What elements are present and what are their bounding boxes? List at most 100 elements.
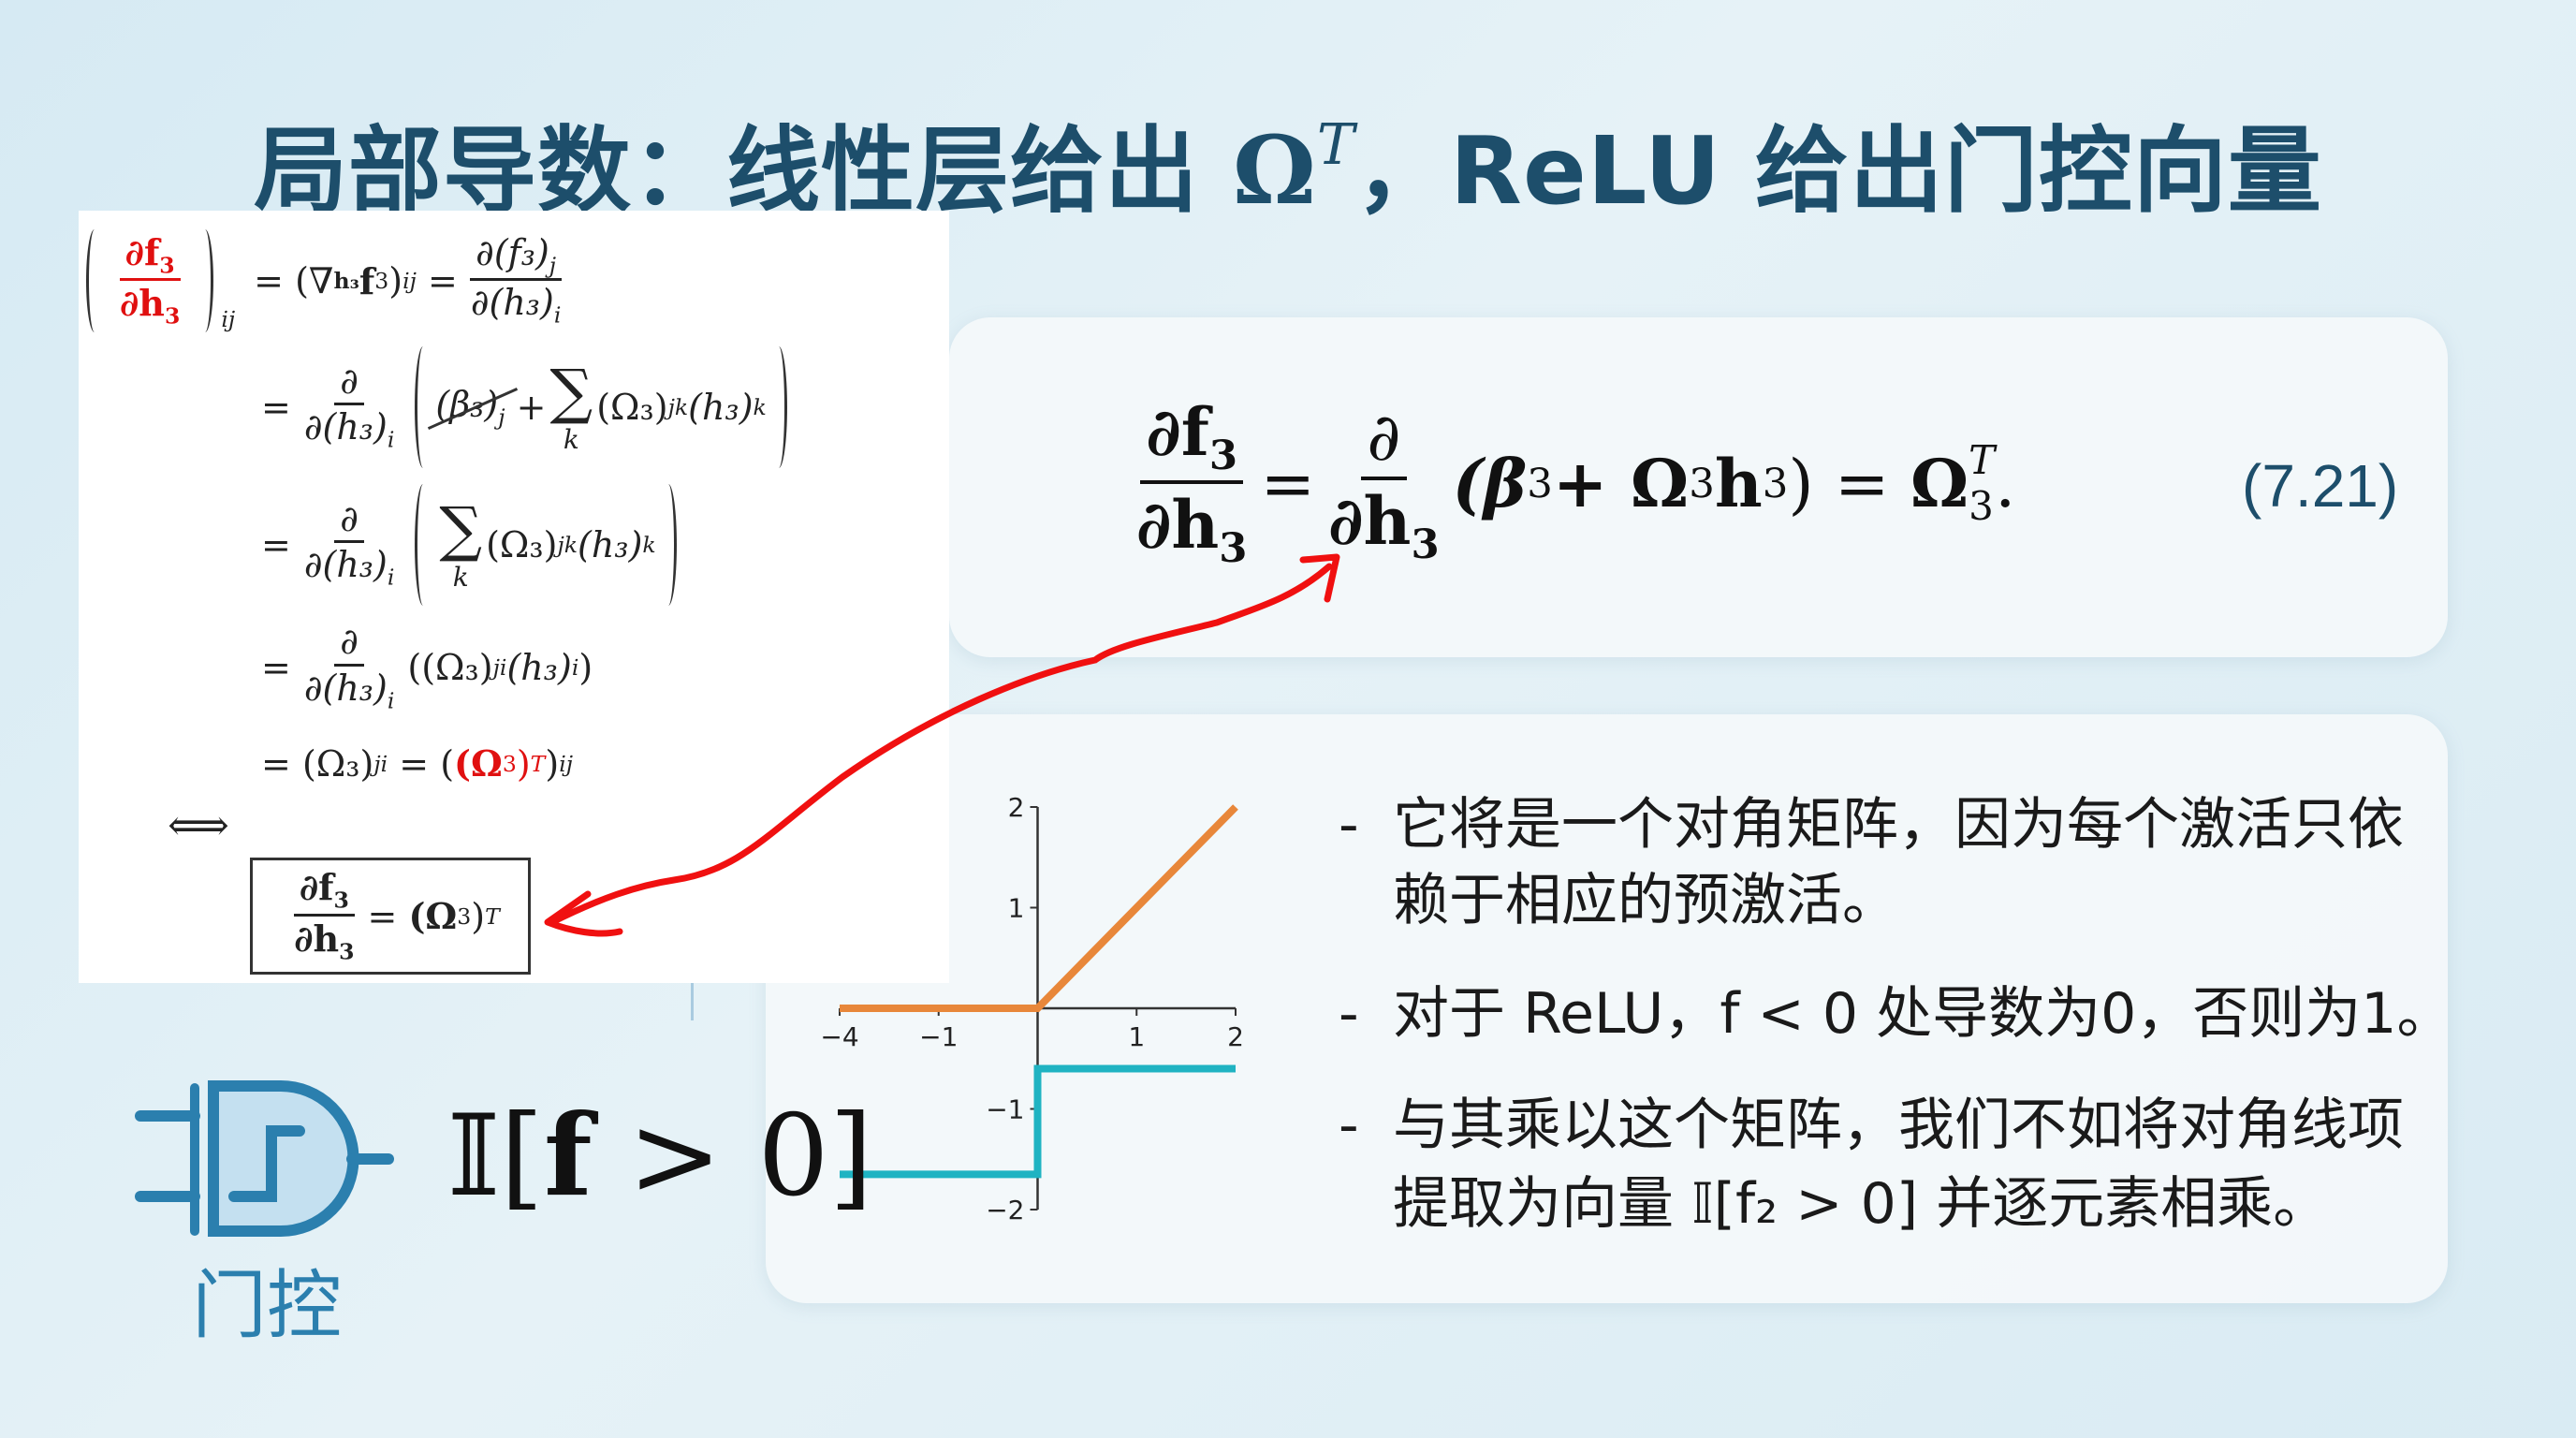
bullet-dash: - <box>1339 981 1359 1047</box>
arrowhead-top <box>1299 553 1340 603</box>
period: . <box>1995 445 2016 522</box>
series-derivative-step <box>840 1064 1236 1179</box>
sub: 3 <box>457 902 472 930</box>
bracket: ] <box>828 1092 873 1222</box>
logic-gate-icon <box>135 1080 394 1237</box>
h-term: h <box>1714 445 1763 523</box>
sub: 3 <box>1527 460 1553 507</box>
paren: ) <box>578 647 593 689</box>
paren: ) <box>388 260 403 301</box>
nabla: (∇ <box>295 260 334 301</box>
result-fraction: ∂f3∂h3 <box>293 866 355 965</box>
paren: ( <box>440 742 455 785</box>
divider <box>691 983 694 1020</box>
title-text: 局部导数：线性层给出 <box>254 116 1233 226</box>
sub: jk <box>667 394 689 420</box>
f: f <box>359 259 375 302</box>
sup: T <box>485 902 500 930</box>
gate-label: 门控 <box>192 1262 342 1349</box>
y-tick-label: −1 <box>986 1094 1024 1125</box>
bullet-3-line-1: 与其乘以这个矩阵，我们不如将对角线项 <box>1393 1093 2404 1158</box>
term: (h₃) <box>578 524 643 565</box>
equation-number: (7.21) <box>2242 452 2399 520</box>
paren: ) <box>545 742 560 785</box>
x-tick-label: 2 <box>1227 1021 1244 1052</box>
partial-fraction: ∂∂(h₃)i <box>303 621 395 714</box>
sub: i <box>571 654 579 682</box>
lhs-fraction: ∂f3∂h3 <box>1136 393 1248 573</box>
bullet-2-line-1: 对于 ReLU，f < 0 处导数为0，否则为1。 <box>1393 981 2453 1047</box>
equals: = <box>1260 445 1316 522</box>
sub: 3 <box>1762 460 1789 507</box>
right-paren <box>770 346 787 468</box>
sum: ∑k <box>549 358 593 455</box>
arrowhead-bottom <box>544 890 623 937</box>
right-paren <box>660 484 677 606</box>
term: (Ω₃) <box>596 387 668 428</box>
bracket: [ <box>500 1092 544 1222</box>
term: (h₃) <box>506 647 572 689</box>
bullet-dash: - <box>1339 1093 1359 1158</box>
lhs-fraction: ∂f3∂h3 <box>119 230 181 330</box>
index: ij <box>221 306 236 332</box>
sub: 3 <box>1689 460 1715 507</box>
y-tick-label: −2 <box>986 1195 1024 1225</box>
term: (Ω₃) <box>486 524 558 565</box>
sub: ji <box>492 654 507 682</box>
plus: + <box>516 387 547 428</box>
term: (h₃) <box>688 387 754 428</box>
slide-title: 局部导数：线性层给出 ΩT，ReLU 给出门控向量 <box>0 89 2576 227</box>
partial-fraction: ∂∂(h₃)i <box>303 360 395 453</box>
left-paren <box>415 484 432 606</box>
y-tick-label: 1 <box>1008 893 1025 924</box>
title-text-suffix: ，ReLU 给出门控向量 <box>1354 116 2322 226</box>
omega: Ω <box>1910 445 1969 523</box>
sub: k <box>753 394 767 420</box>
bullet-1-line-2: 赖于相应的预激活。 <box>1393 868 1898 933</box>
f: f <box>543 1090 593 1222</box>
partial-fraction: ∂∂h3 <box>1328 398 1440 568</box>
sup: T <box>1969 437 1996 484</box>
y-tick-label: 2 <box>1008 792 1025 823</box>
paren: ) <box>471 895 486 937</box>
bullet-1-line-1: 它将是一个对角矩阵，因为每个激活只依 <box>1393 792 2404 858</box>
title-sup: T <box>1316 112 1355 178</box>
sup: T <box>530 750 546 777</box>
paren: ) <box>516 742 531 785</box>
rhs-fraction: ∂(f₃)j∂(h₃)i <box>470 231 563 329</box>
series-relu <box>840 804 1238 1012</box>
beta: (β <box>1452 445 1528 523</box>
sum: ∑k <box>439 495 483 593</box>
left-paren <box>415 346 432 468</box>
x-tick-label: −4 <box>820 1021 858 1052</box>
omega-red: (Ω <box>454 742 503 785</box>
sub: jk <box>557 532 578 558</box>
sub: k <box>642 532 656 558</box>
title-omega: Ω <box>1232 115 1317 226</box>
arrow-curve <box>549 563 1333 926</box>
equals: = <box>367 895 398 937</box>
term: ((Ω₃) <box>407 647 493 689</box>
indicator-symbol: 𝕀 <box>447 1092 501 1222</box>
iff-symbol: ⟺ <box>168 800 229 850</box>
x-tick-label: −1 <box>919 1021 958 1052</box>
sub: h₃ <box>333 268 359 294</box>
partial-fraction: ∂∂(h₃)i <box>303 497 395 591</box>
index: ij <box>402 268 417 294</box>
sub: 3 <box>502 750 517 777</box>
derivation-row-2: = ∂∂(h₃)i (β₃)j + ∑k (Ω₃)jk(h₃)k <box>261 346 795 468</box>
equals: = <box>261 524 291 565</box>
omega-term: + Ω <box>1552 445 1690 523</box>
equals: = <box>1834 445 1890 522</box>
equals: = <box>399 742 430 785</box>
equation-card <box>949 317 2448 657</box>
derivation-row-4: = ∂∂(h₃)i ((Ω₃)ji (h₃)i) <box>261 621 593 715</box>
paren: ) <box>1788 445 1814 522</box>
equals: = <box>254 260 285 301</box>
sub: ji <box>373 750 388 777</box>
equals: = <box>261 742 291 785</box>
